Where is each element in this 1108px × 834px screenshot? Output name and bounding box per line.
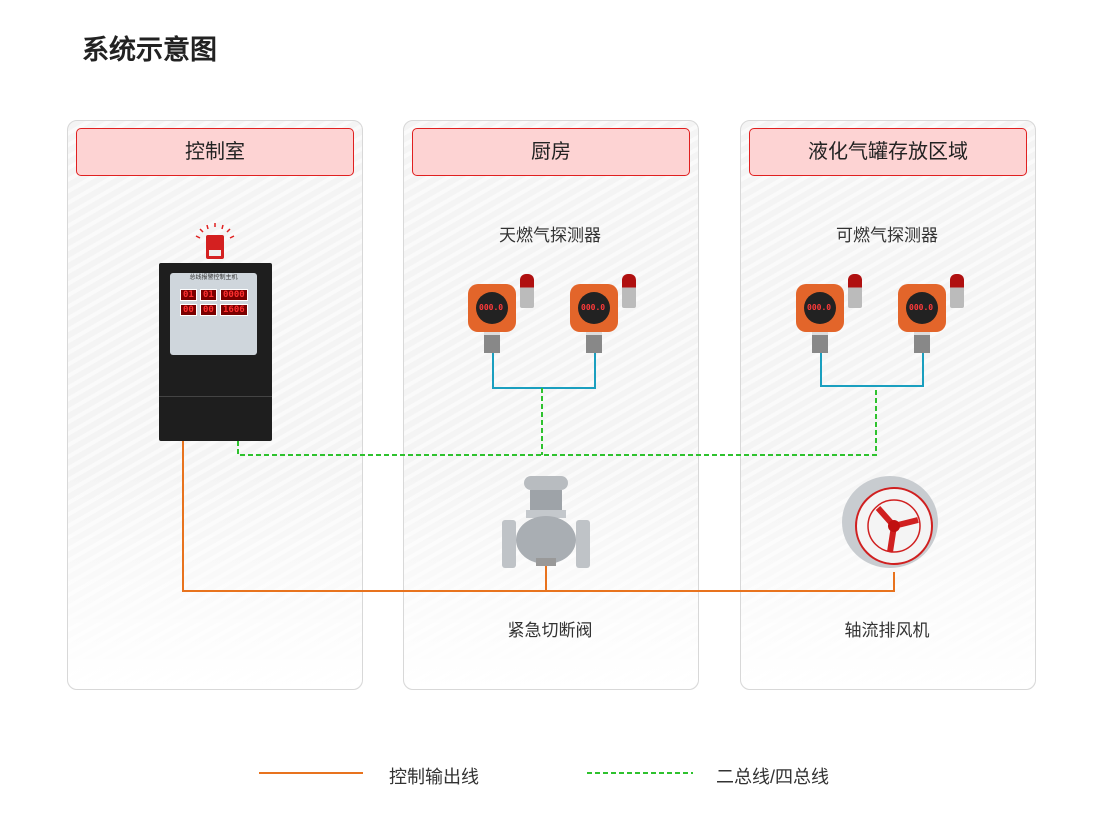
fan-label: 轴流排风机	[844, 621, 930, 640]
natural-gas-detector: 000.0	[468, 274, 538, 354]
display: 00	[180, 304, 197, 316]
display: 1606	[220, 304, 248, 316]
zone-header: 厨房	[412, 128, 690, 176]
detector-label: 天燃气探测器	[499, 226, 601, 245]
detector-branch-lines	[492, 352, 924, 389]
controller-panel-title: 总线报警控制主机	[189, 275, 238, 281]
detector-reading: 000.0	[581, 303, 606, 312]
legend-label-control: 控制输出线	[389, 767, 479, 787]
zone-lpg-storage: 液化气罐存放区域	[740, 120, 1036, 690]
natural-gas-detector: 000.0	[570, 274, 640, 354]
zone-header: 液化气罐存放区域	[749, 128, 1027, 176]
combustible-gas-detector: 000.0	[796, 274, 866, 354]
detector-label: 可燃气探测器	[836, 226, 938, 245]
combustible-gas-detector: 000.0	[898, 274, 968, 354]
display: 0000	[220, 289, 248, 301]
valve-label: 紧急切断阀	[507, 621, 593, 640]
display: 01	[180, 289, 197, 301]
display: 01	[200, 289, 217, 301]
detector-reading: 000.0	[479, 303, 504, 312]
axial-exhaust-fan-icon	[842, 476, 938, 568]
detector-reading: 000.0	[909, 303, 934, 312]
legend-label-bus: 二总线/四总线	[716, 767, 830, 787]
control-output-line	[182, 441, 895, 592]
detector-reading: 000.0	[807, 303, 832, 312]
emergency-shutoff-valve-icon	[502, 476, 590, 568]
zone-header: 控制室	[76, 128, 354, 176]
display: 00	[200, 304, 217, 316]
gas-alarm-controller: 总线报警控制主机 01 01 0000 00 00 1606	[159, 263, 272, 441]
page-title: 系统示意图	[82, 35, 217, 65]
strobe-alarm-icon	[195, 223, 235, 259]
controller-face: 总线报警控制主机 01 01 0000 00 00 1606	[170, 273, 257, 355]
divider	[159, 396, 272, 397]
bus-line	[237, 388, 877, 456]
